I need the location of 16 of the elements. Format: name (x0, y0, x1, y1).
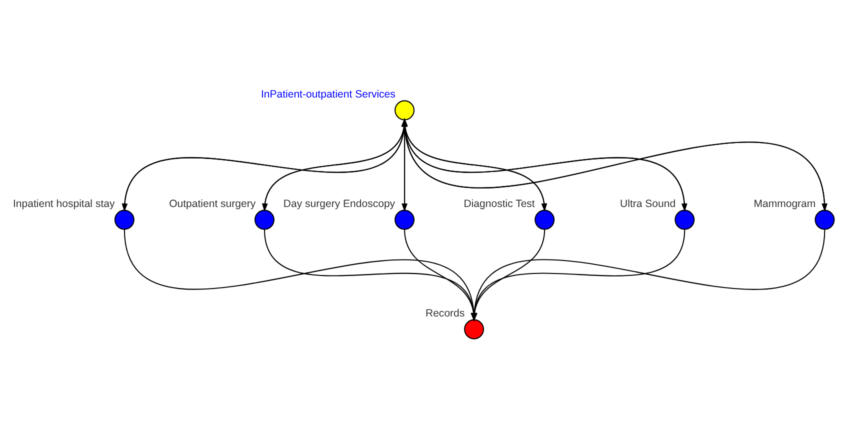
node-label: Mammogram (754, 198, 816, 210)
node-label: Diagnostic Test (464, 198, 535, 210)
node-circle (814, 210, 835, 230)
node-circle (534, 210, 555, 230)
node-label: Records (426, 308, 465, 320)
node-circle (254, 210, 274, 230)
node-circle (114, 210, 134, 230)
node-label: Inpatient hospital stay (13, 198, 115, 210)
node-circle (464, 319, 484, 340)
node-circle (394, 100, 415, 120)
node-label: Ultra Sound (620, 198, 676, 210)
node-label: InPatient-outpatient Services (260, 88, 396, 101)
node-circle (394, 210, 415, 230)
node-label: Day surgery Endoscopy (283, 198, 396, 210)
node-label: Outpatient surgery (169, 198, 256, 210)
node-circle (674, 210, 695, 230)
